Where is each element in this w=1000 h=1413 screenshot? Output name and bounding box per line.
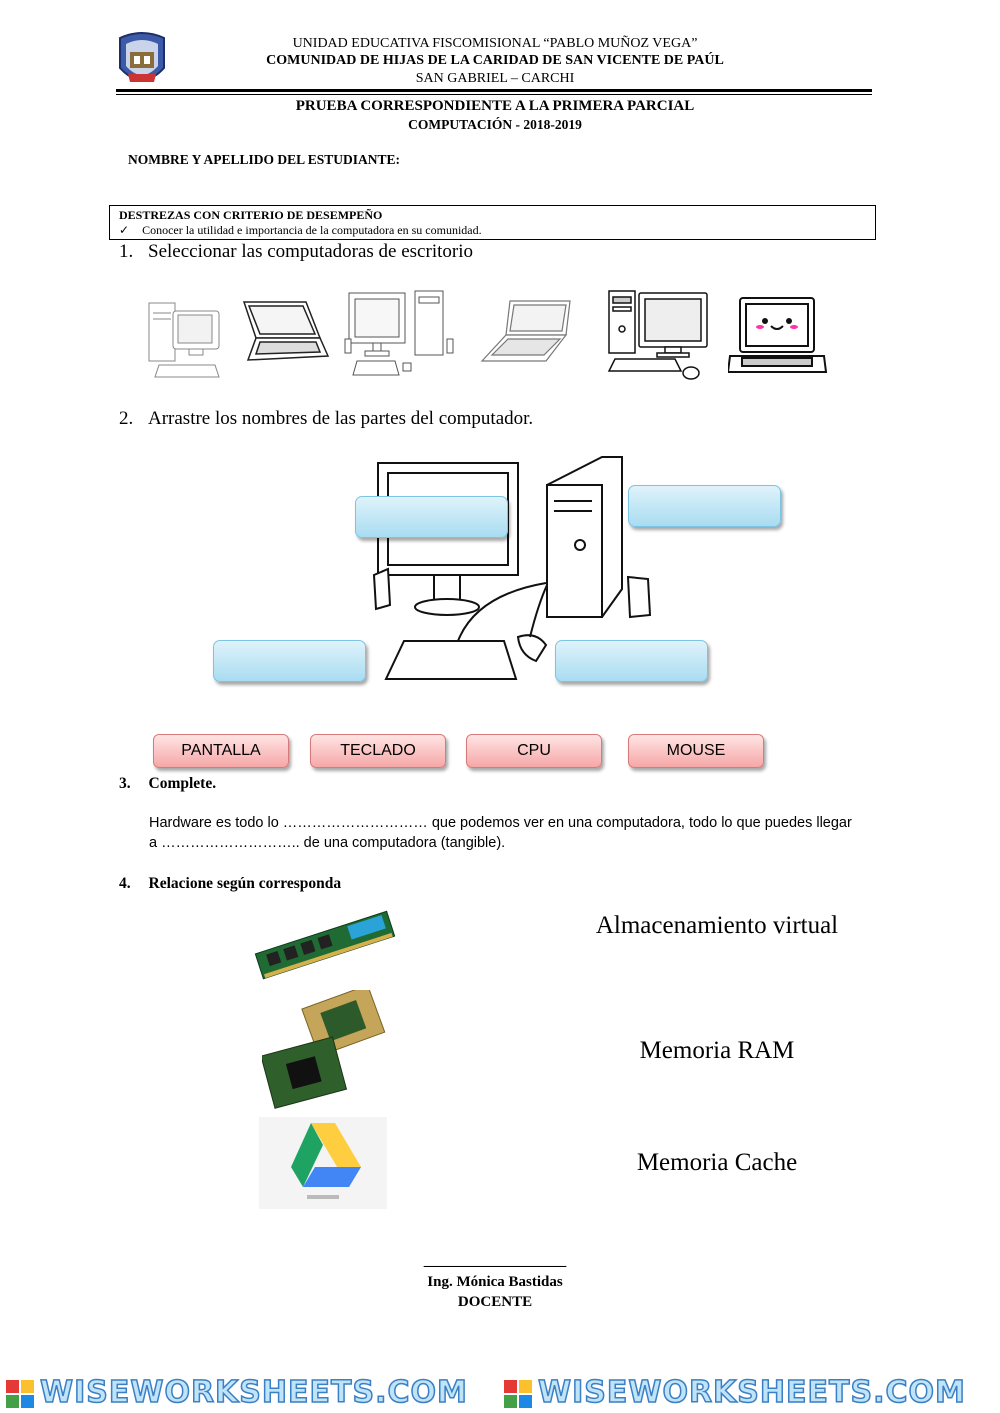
check-icon: ✓ (119, 223, 130, 237)
destrezas-item-text: Conocer la utilidad e importancia de la … (142, 223, 482, 237)
destrezas-box: DESTREZAS CON CRITERIO DE DESEMPEÑO ✓ Co… (109, 205, 876, 240)
laptop-image-2[interactable] (480, 297, 578, 369)
question-4: 4. Relacione según corresponda (119, 875, 341, 893)
drop-zone-mouse[interactable] (555, 640, 708, 682)
wiseworksheets-logo-icon-2 (504, 1380, 532, 1408)
destrezas-item: ✓ Conocer la utilidad e importancia de l… (119, 223, 482, 238)
question-3-line-2[interactable]: a ……………………….. de una computadora (tangib… (149, 835, 506, 851)
question-2-text: Arrastre los nombres de las partes del c… (148, 408, 534, 429)
match-option-ram[interactable]: Memoria RAM (639, 1037, 795, 1064)
header-divider-thick (116, 89, 872, 92)
question-2: 2. Arrastre los nombres de las partes de… (119, 408, 533, 430)
chip-teclado[interactable]: TECLADO (310, 734, 446, 768)
header-divider-thin (116, 94, 872, 95)
question-1: 1. Seleccionar las computadoras de escri… (119, 241, 473, 263)
signature-line: ___________________ (423, 1253, 567, 1269)
school-name: UNIDAD EDUCATIVA FISCOMISIONAL “PABLO MU… (292, 36, 698, 51)
desktop-computer-image-3[interactable] (607, 289, 711, 385)
laptop-image-3[interactable] (728, 296, 828, 378)
question-1-text: Seleccionar las computadoras de escritor… (148, 241, 473, 262)
chip-cpu[interactable]: CPU (466, 734, 602, 768)
google-drive-icon (291, 1123, 361, 1199)
laptop-image-1[interactable] (236, 298, 330, 374)
drop-zone-cpu[interactable] (628, 485, 781, 527)
drop-zone-keyboard[interactable] (213, 640, 366, 682)
location: SAN GABRIEL – CARCHI (415, 71, 575, 86)
exam-title: PRUEBA CORRESPONDIENTE A LA PRIMERA PARC… (295, 98, 695, 114)
question-4-number: 4. (119, 875, 131, 892)
chip-mouse[interactable]: MOUSE (628, 734, 764, 768)
google-drive-image[interactable] (259, 1117, 387, 1209)
ram-image[interactable] (252, 902, 398, 988)
match-option-virtual-storage[interactable]: Almacenamiento virtual (595, 912, 839, 939)
processor-image[interactable] (262, 990, 392, 1114)
drop-zone-screen[interactable] (355, 496, 508, 538)
watermark-text-1: WISEWORKSHEETS.COM (39, 1374, 468, 1411)
chip-pantalla[interactable]: PANTALLA (153, 734, 289, 768)
question-3-title: Complete. (148, 775, 217, 792)
question-3-number: 3. (119, 775, 131, 792)
question-4-title: Relacione según corresponda (148, 875, 342, 892)
question-2-number: 2. (119, 408, 134, 429)
destrezas-title: DESTREZAS CON CRITERIO DE DESEMPEÑO (119, 208, 383, 222)
teacher-name: Ing. Mónica Bastidas (427, 1274, 563, 1290)
student-name-label: NOMBRE Y APELLIDO DEL ESTUDIANTE: (128, 152, 401, 167)
exam-subtitle: COMPUTACIÓN - 2018-2019 (408, 117, 582, 132)
question-1-number: 1. (119, 241, 134, 262)
community-name: COMUNIDAD DE HIJAS DE LA CARIDAD DE SAN … (266, 53, 724, 68)
match-option-cache[interactable]: Memoria Cache (636, 1149, 798, 1176)
watermark-banner: WISEWORKSHEETS.COM WISEWORKSHEETS.COM (0, 1374, 1000, 1413)
question-3-line-1[interactable]: Hardware es todo lo ………………………… que podem… (149, 815, 852, 831)
diagram-keyboard (384, 640, 518, 680)
desktop-computer-image-2[interactable] (343, 289, 461, 383)
diagram-mouse (516, 634, 548, 663)
watermark-text-2: WISEWORKSHEETS.COM (537, 1374, 966, 1411)
teacher-role: DOCENTE (457, 1294, 533, 1310)
question-3: 3. Complete. (119, 775, 216, 793)
wiseworksheets-logo-icon (6, 1380, 34, 1408)
school-logo (119, 32, 165, 82)
desktop-computer-image-1[interactable] (145, 293, 225, 383)
